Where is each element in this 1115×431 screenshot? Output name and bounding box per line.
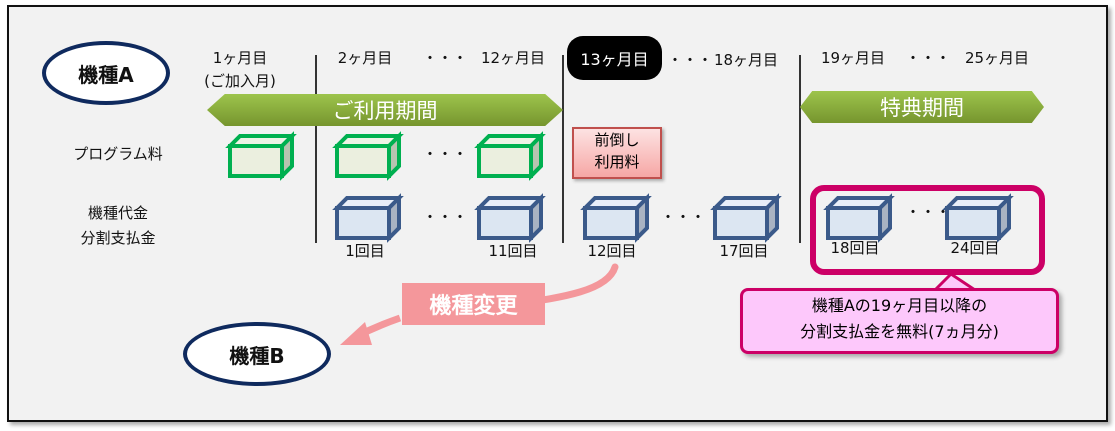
- ellipsis: ・・・: [422, 49, 468, 67]
- ellipsis: ・・・: [422, 208, 468, 226]
- change-arrow-head: [340, 322, 372, 345]
- free-installments-callout: 機種Aの19ヶ月目以降の 分割支払金を無料(7ヵ月分): [740, 288, 1059, 354]
- installment-box-1: [335, 196, 401, 240]
- program-fee-box-12: [477, 134, 543, 178]
- callout-line1: 機種Aの19ヶ月目以降の: [811, 296, 988, 315]
- ellipsis: ・・・: [905, 203, 951, 221]
- installment-count: 17回目: [719, 242, 769, 260]
- month-19: 19ヶ月目: [820, 49, 886, 67]
- benefit-period-banner: 特典期間: [800, 91, 1044, 123]
- installment-count: 12回目: [587, 242, 637, 260]
- month-1-note: (ご加入月): [204, 72, 276, 90]
- program-fee-box-1: [228, 134, 294, 178]
- month-12: 12ヶ月目: [480, 49, 546, 67]
- installment-box-17: [713, 196, 779, 240]
- installment-count: 18回目: [830, 239, 880, 257]
- month-1: 1ヶ月目: [212, 49, 268, 67]
- month-18: 18ヶ月目: [713, 51, 779, 69]
- device-change-label: 機種変更: [402, 283, 545, 325]
- ellipsis: ・・・: [422, 145, 468, 163]
- ellipsis: ・・・: [905, 49, 951, 67]
- installment-count: 1回目: [345, 242, 385, 260]
- usage-period-banner: ご利用期間: [207, 94, 563, 126]
- program-fee-box-2: [335, 134, 401, 178]
- divider-line: [799, 55, 801, 243]
- ellipsis: ・・・: [660, 208, 706, 226]
- callout-line2: 分割支払金を無料(7ヵ月分): [800, 322, 999, 341]
- device-a-ellipse: 機種A: [42, 41, 170, 105]
- month-25: 25ヶ月目: [964, 49, 1030, 67]
- installment-label-line1: 機種代金: [87, 204, 149, 222]
- installment-count: 24回目: [950, 239, 1000, 257]
- program-fee-label: プログラム料: [73, 145, 163, 163]
- free-installments-highlight: [810, 185, 1045, 275]
- divider-line: [562, 55, 564, 243]
- device-b-ellipse: 機種B: [183, 322, 331, 386]
- advance-fee-line2: 利用料: [594, 153, 640, 171]
- advance-fee-line1: 前倒し: [594, 131, 640, 149]
- installment-box-12: [583, 196, 649, 240]
- installment-label-line2: 分割支払金: [80, 229, 156, 247]
- divider-line: [315, 55, 317, 243]
- installment-box-11: [477, 196, 543, 240]
- month-13-highlight: 13ヶ月目: [567, 36, 662, 80]
- installment-count: 11回目: [488, 242, 538, 260]
- month-2: 2ヶ月目: [337, 49, 393, 67]
- ellipsis: ・・・: [667, 51, 713, 69]
- advance-fee-box: 前倒し 利用料: [572, 127, 662, 179]
